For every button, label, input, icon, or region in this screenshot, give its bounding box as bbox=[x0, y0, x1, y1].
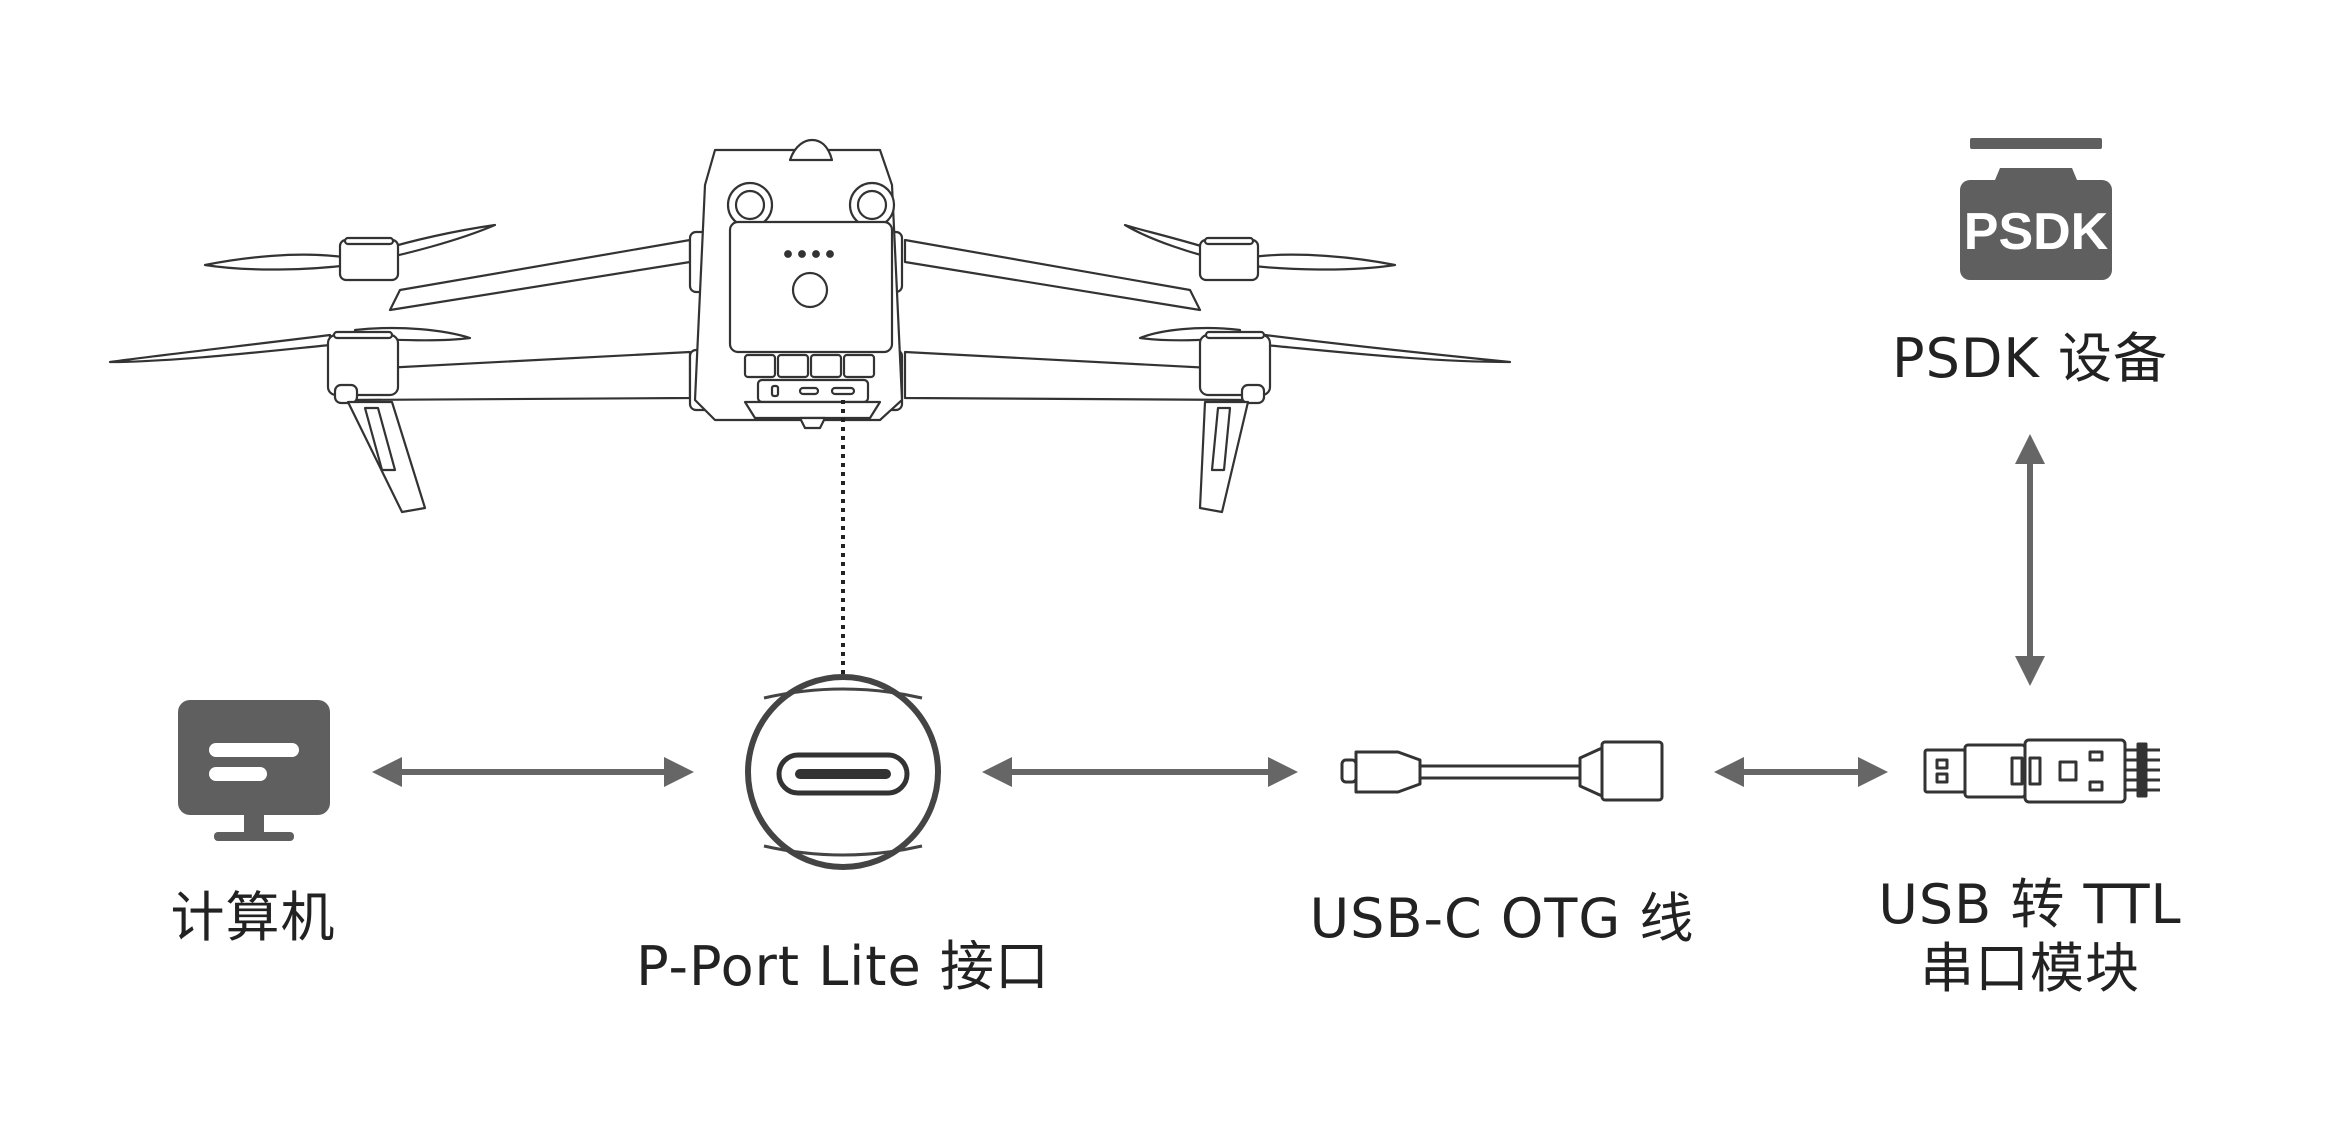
drone-icon bbox=[108, 138, 1512, 514]
ttl-module-label-line1: USB 转 TTL bbox=[1878, 873, 2182, 936]
ttl-module-label-line2: 串口模块 bbox=[1920, 937, 2140, 1000]
psdk-device-label: PSDK 设备 bbox=[1892, 327, 2168, 390]
psdk-badge-text: PSDK bbox=[1963, 203, 2109, 261]
usb-c-port-icon bbox=[745, 674, 941, 870]
monitor-icon bbox=[178, 700, 330, 841]
usb-ttl-module-icon bbox=[1923, 738, 2160, 804]
otg-cable-label: USB-C OTG 线 bbox=[1309, 887, 1695, 950]
usb-c-otg-cable-icon bbox=[1340, 740, 1664, 802]
computer-label: 计算机 bbox=[170, 886, 336, 949]
port-label: P-Port Lite 接口 bbox=[636, 935, 1050, 998]
psdk-device-icon bbox=[1960, 138, 2112, 280]
